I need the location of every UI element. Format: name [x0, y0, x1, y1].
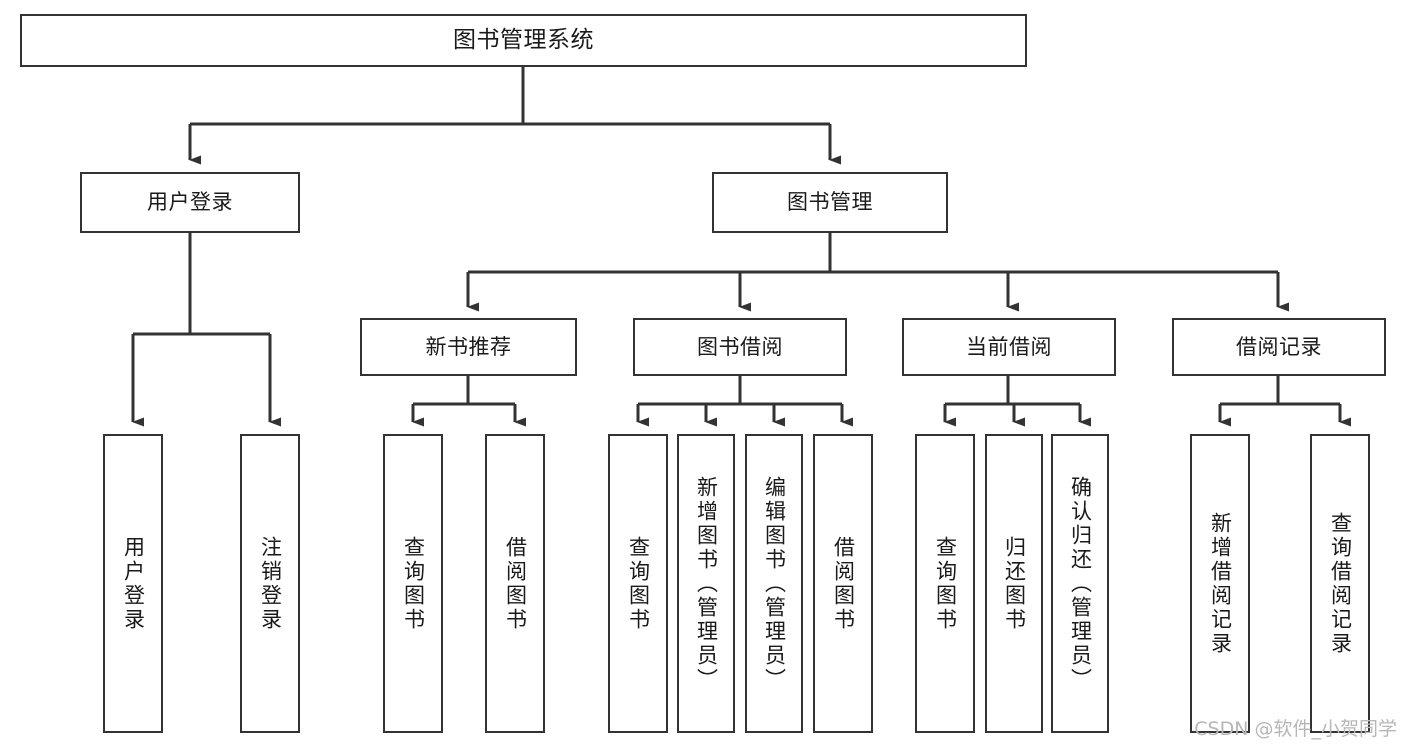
node-leaf-user-login-label: 用户登录	[121, 535, 146, 632]
node-user-login-label: 用户登录	[147, 190, 233, 214]
node-leaf-query-book-2[interactable]: 查询图书	[608, 434, 668, 733]
node-book-borrow[interactable]: 图书借阅	[633, 318, 847, 376]
node-leaf-return-book[interactable]: 归还图书	[985, 434, 1043, 733]
node-borrow-record[interactable]: 借阅记录	[1172, 318, 1386, 376]
node-leaf-return-book-label: 归还图书	[1002, 535, 1027, 632]
watermark: CSDN @软件_小贺同学	[1194, 718, 1397, 740]
node-leaf-query-book-3[interactable]: 查询图书	[915, 434, 975, 733]
node-leaf-confirm-return[interactable]: 确认归还（管理员）	[1051, 434, 1109, 733]
node-leaf-query-record-label: 查询借阅记录	[1328, 511, 1353, 656]
node-leaf-query-book-3-label: 查询图书	[933, 535, 958, 632]
node-leaf-add-book[interactable]: 新增图书（管理员）	[677, 434, 735, 733]
node-leaf-edit-book-label: 编辑图书（管理员）	[762, 475, 787, 692]
node-book-manage-label: 图书管理	[787, 190, 873, 214]
node-new-book-rec[interactable]: 新书推荐	[360, 318, 577, 376]
node-book-borrow-label: 图书借阅	[697, 334, 783, 359]
node-leaf-edit-book[interactable]: 编辑图书（管理员）	[745, 434, 803, 733]
node-root[interactable]: 图书管理系统	[20, 14, 1027, 67]
node-current-borrow-label: 当前借阅	[966, 334, 1052, 359]
node-leaf-add-record[interactable]: 新增借阅记录	[1190, 434, 1250, 733]
node-current-borrow[interactable]: 当前借阅	[902, 318, 1116, 376]
node-borrow-record-label: 借阅记录	[1236, 334, 1322, 359]
node-leaf-confirm-return-label: 确认归还（管理员）	[1068, 475, 1093, 692]
node-leaf-query-book-1-label: 查询图书	[401, 535, 426, 632]
node-leaf-add-book-label: 新增图书（管理员）	[694, 475, 719, 692]
node-leaf-user-login[interactable]: 用户登录	[103, 434, 163, 733]
node-user-login[interactable]: 用户登录	[80, 172, 300, 233]
node-leaf-logout[interactable]: 注销登录	[240, 434, 300, 733]
node-book-manage[interactable]: 图书管理	[712, 172, 948, 233]
node-leaf-borrow-book-1[interactable]: 借阅图书	[485, 434, 545, 733]
node-leaf-borrow-book-2[interactable]: 借阅图书	[813, 434, 873, 733]
node-leaf-query-record[interactable]: 查询借阅记录	[1310, 434, 1370, 733]
node-leaf-borrow-book-1-label: 借阅图书	[503, 535, 528, 632]
node-new-book-rec-label: 新书推荐	[425, 334, 512, 359]
node-leaf-query-book-1[interactable]: 查询图书	[383, 434, 443, 733]
node-leaf-logout-label: 注销登录	[258, 535, 283, 632]
node-root-label: 图书管理系统	[453, 27, 594, 53]
node-leaf-add-record-label: 新增借阅记录	[1208, 511, 1233, 656]
node-leaf-query-book-2-label: 查询图书	[626, 535, 651, 632]
node-leaf-borrow-book-2-label: 借阅图书	[831, 535, 856, 632]
